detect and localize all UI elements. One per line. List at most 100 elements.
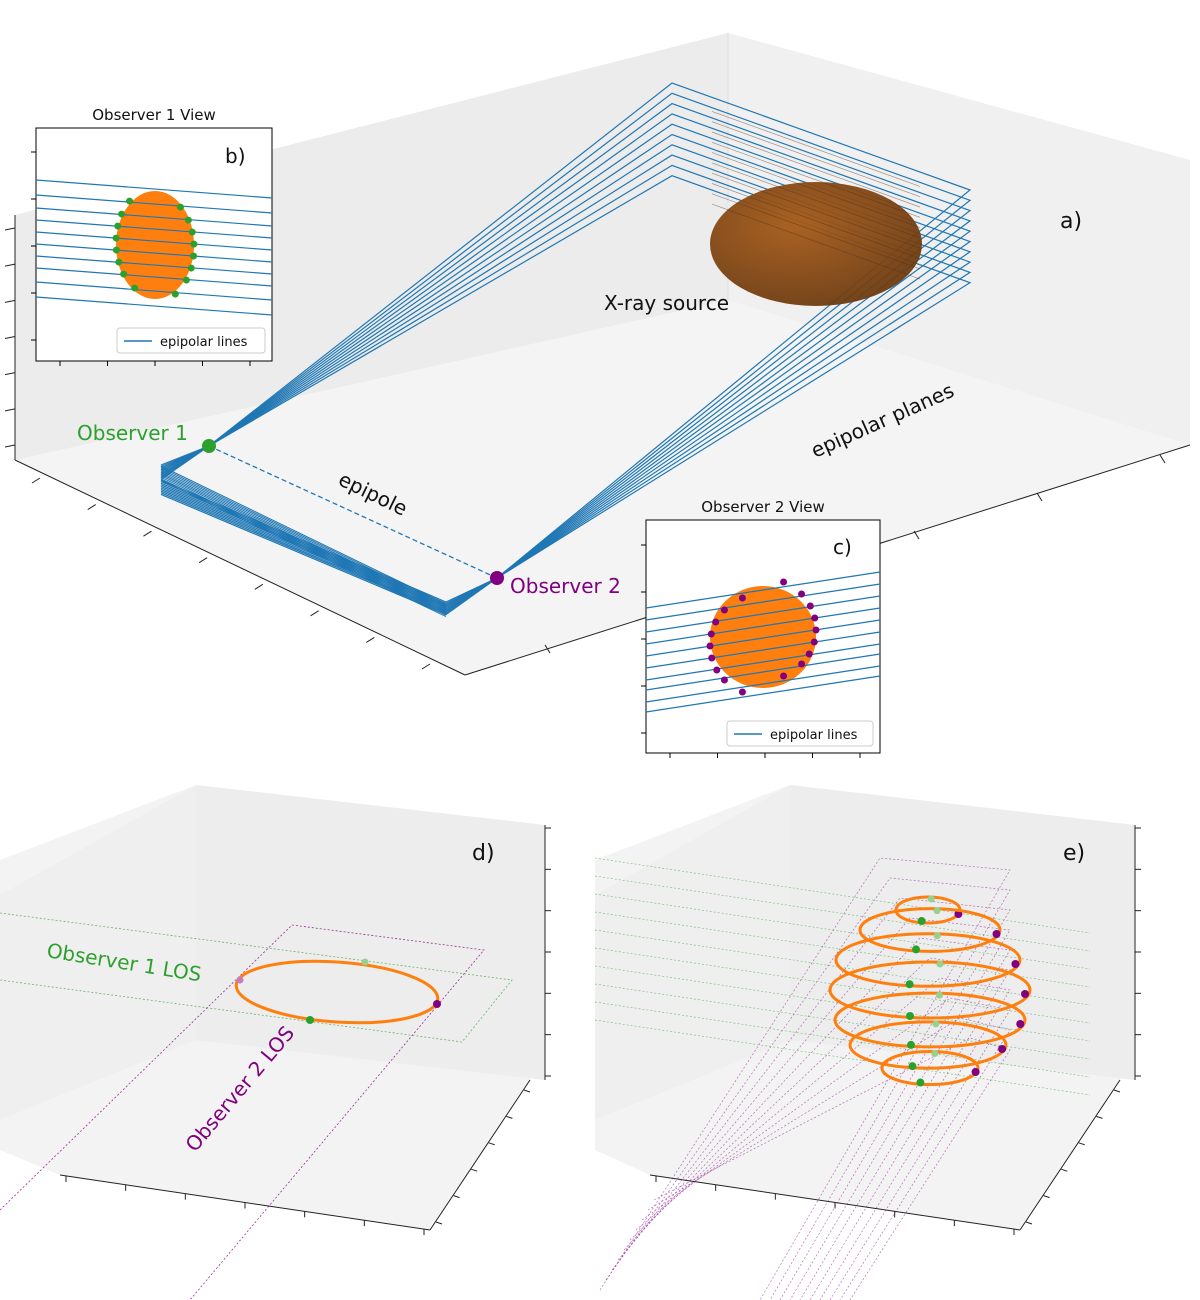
observer-2-los-line — [647, 1017, 1011, 1300]
epipolar-bundle-line — [160, 473, 447, 612]
inset-c-legend — [726, 720, 874, 747]
intersection-points-1 — [112, 197, 198, 298]
axis-tick — [913, 530, 920, 540]
axis-tick — [4, 263, 16, 267]
intersection-point — [190, 240, 198, 248]
panel-d-single-slice: Observer 1 LOS Observer 2 LOS d) — [0, 785, 551, 1300]
intersection-point — [112, 234, 120, 242]
intersection-point — [126, 197, 134, 205]
observer-1-point — [912, 945, 920, 954]
epipolar-line — [35, 179, 273, 199]
intersection-point — [798, 590, 806, 598]
inset-c-title: Observer 2 View — [701, 498, 825, 516]
axis-tick — [1078, 1142, 1085, 1146]
inset-b-ticks — [31, 151, 251, 366]
epipolar-line-over-source — [711, 172, 921, 249]
slice-contour — [858, 907, 1002, 953]
d-observer-2-point — [433, 1000, 441, 1008]
intersection-point — [720, 676, 728, 684]
observer-1-point — [908, 1062, 917, 1071]
epipolar-lines-2 — [645, 571, 881, 713]
observer-2-label: Observer 2 — [510, 574, 621, 598]
e-axis-ticks — [655, 827, 1141, 1235]
epipolar-line — [645, 571, 881, 609]
intersection-point — [120, 270, 128, 278]
epipolar-line-over-source — [711, 193, 921, 270]
inset-b-legend-label: epipolar lines — [160, 335, 248, 350]
slice-contour — [828, 960, 1032, 1020]
slice-contour — [834, 932, 1022, 988]
axis-tick — [4, 444, 16, 448]
epipolar-line — [35, 267, 273, 287]
epipolar-bundle-line — [160, 478, 447, 616]
axis-tick — [1043, 1195, 1050, 1199]
observer-1-los-line — [594, 893, 1091, 970]
intersection-point — [806, 602, 814, 610]
intersection-point — [780, 672, 788, 680]
inset-c-ticks — [641, 544, 861, 758]
xray-source-label: X-ray source — [604, 291, 729, 315]
epipolar-line — [645, 665, 881, 703]
intersection-point — [188, 228, 196, 236]
observer-1-los-line — [594, 965, 1091, 1042]
epipolar-bundle-line — [160, 467, 447, 606]
panel-a-label: a) — [1060, 209, 1082, 234]
observer-2-point — [1016, 1020, 1025, 1028]
epipolar-bundle-line — [160, 476, 447, 615]
epipolar-line-over-source — [711, 203, 921, 280]
observer-1-point-far — [936, 960, 944, 968]
axis-tick — [421, 663, 431, 670]
intersection-point — [706, 642, 714, 650]
intersection-point — [131, 284, 139, 292]
intersection-points-2 — [706, 578, 820, 696]
xray-source — [710, 182, 922, 306]
epipole-line — [208, 445, 498, 579]
d-back-wall — [196, 785, 545, 1080]
epipolar-line — [35, 243, 273, 263]
epipolar-line — [35, 296, 273, 316]
intersection-point — [780, 578, 788, 586]
d-axis-ticks — [65, 827, 551, 1235]
epipolar-line-over-source — [711, 111, 921, 187]
axis-tick — [310, 610, 319, 617]
axis-tick — [4, 336, 16, 339]
epipolar-bundle-line — [160, 468, 447, 608]
observer-1-los-line — [594, 983, 1091, 1060]
inset-observer-2-view: Observer 2 View c) epipolar lines — [641, 498, 881, 758]
intersection-point — [712, 618, 720, 626]
intersection-point — [112, 246, 120, 254]
axis-tick — [435, 1221, 443, 1225]
intersection-point — [720, 606, 728, 614]
observer-1-point-far — [931, 1049, 939, 1057]
observer-1-point — [916, 1078, 925, 1087]
observer-2-point — [490, 571, 504, 585]
observer-2-los-line — [605, 877, 1011, 1300]
e-slice-contours — [828, 895, 1032, 1087]
intersection-point — [118, 210, 126, 218]
axis-line-bottom-left — [14, 459, 466, 676]
observer-1-point — [905, 980, 914, 989]
observer-1-label: Observer 1 — [77, 421, 188, 445]
epipolar-line-over-source — [711, 121, 921, 198]
slice-contour — [848, 1020, 1008, 1070]
intersection-point — [176, 203, 184, 211]
intersection-point — [798, 660, 806, 668]
observer-1-los-line — [594, 1001, 1091, 1078]
inset-observer-1-view: Observer 1 View b) epipolar lines — [31, 106, 273, 366]
axis-tick — [1096, 1115, 1103, 1119]
epipolar-line — [35, 231, 273, 251]
slice-contour — [880, 1049, 980, 1087]
d-observer-1-point — [361, 958, 369, 966]
observer-2-point — [1011, 960, 1020, 968]
epipolar-line — [35, 194, 273, 214]
epipolar-line — [645, 643, 881, 681]
intersection-point — [738, 688, 746, 696]
axis-tick — [143, 530, 152, 537]
intersection-point — [811, 614, 819, 622]
epipolar-bundle-line — [160, 475, 447, 613]
inset-c-label: c) — [833, 535, 852, 559]
epipolar-lines-over-source — [711, 111, 921, 280]
observer-2-los-lines — [0, 924, 485, 1300]
epipolar-bundle-line — [160, 471, 447, 611]
